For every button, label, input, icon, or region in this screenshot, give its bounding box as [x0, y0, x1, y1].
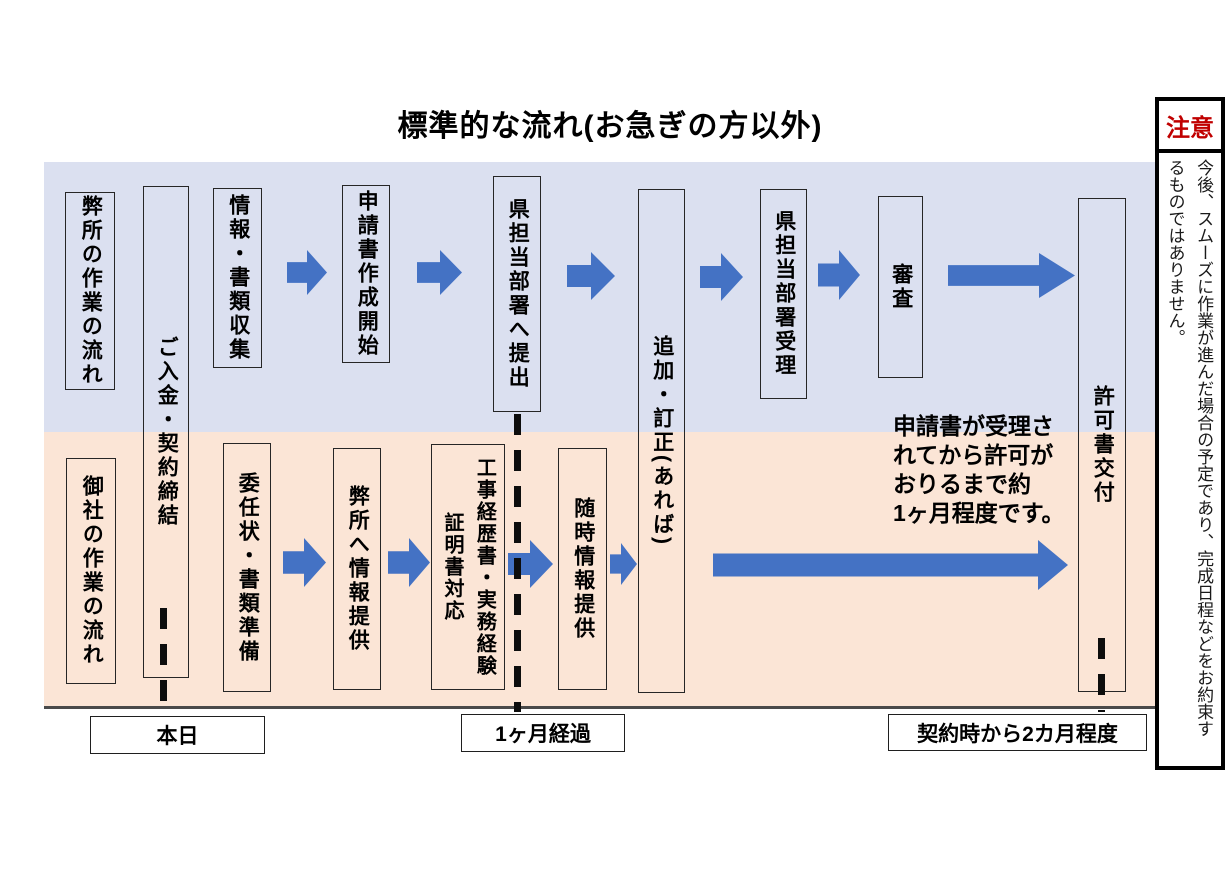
- lane-label-office: 弊所の作業の流れ: [65, 192, 115, 390]
- dashed-connector-two-months: [1098, 638, 1105, 712]
- step-ongoing-info: 随時情報提供: [558, 448, 607, 690]
- timeline-label-two-months-text: 契約時から2カ月程度: [917, 722, 1118, 746]
- timeline-baseline: [44, 706, 1180, 709]
- step-ongoing-info-text: 随時情報提供: [571, 497, 595, 641]
- page-title: 標準的な流れ(お急ぎの方以外): [397, 110, 823, 143]
- step-payment-contract: ご入金・契約締結: [143, 186, 189, 678]
- timeline-label-today: 本日: [90, 716, 265, 754]
- step-submit-prefecture: 県担当部署へ提出: [493, 176, 541, 412]
- timeline-label-one-month: 1ヶ月経過: [461, 714, 625, 752]
- step-review: 審査: [878, 196, 923, 378]
- step-payment-contract-text: ご入金・契約締結: [155, 336, 179, 528]
- timeline-label-two-months: 契約時から2カ月程度: [888, 714, 1147, 751]
- lane-label-client: 御社の作業の流れ: [66, 458, 116, 684]
- caution-body-text: 今後、スムーズに作業が進んだ場合の予定であり、完成日程などをお約束す るものでは…: [1165, 159, 1214, 737]
- step-provide-info-text: 弊所へ情報提供: [346, 485, 370, 653]
- dashed-connector-today: [160, 608, 167, 712]
- step-poa-documents: 委任状・書類準備: [223, 443, 271, 692]
- step-submit-prefecture-text: 県担当部署へ提出: [506, 198, 530, 390]
- step-license-delivery-text: 許可書交付: [1091, 385, 1115, 505]
- dashed-connector-one-month: [514, 414, 521, 712]
- caution-sidebar: 注意 今後、スムーズに作業が進んだ場合の予定であり、完成日程などをお約束す るも…: [1155, 97, 1225, 770]
- processing-time-note: 申請書が受理さ れてから許可が おりるまで約 1ヶ月程度です。: [893, 413, 1065, 526]
- step-additions-corrections-text: 追加・訂正(あれば): [650, 335, 674, 547]
- step-work-history-certs-text: 工事経歴書・実務経験 証明書対応: [441, 457, 496, 677]
- step-prefecture-acceptance: 県担当部署受理: [760, 189, 807, 399]
- step-poa-documents-text: 委任状・書類準備: [236, 471, 260, 664]
- caution-label: 注意: [1159, 101, 1221, 153]
- office-lane-band: [44, 162, 1180, 432]
- step-provide-info: 弊所へ情報提供: [333, 448, 381, 690]
- step-draft-start-text: 申請書作成開始: [355, 190, 379, 358]
- step-additions-corrections: 追加・訂正(あれば): [638, 189, 685, 693]
- step-work-history-certs: 工事経歴書・実務経験 証明書対応: [431, 444, 505, 690]
- lane-label-office-text: 弊所の作業の流れ: [79, 195, 103, 387]
- timeline-label-today-text: 本日: [156, 725, 199, 748]
- step-info-collection: 情報・書類収集: [213, 188, 262, 368]
- step-review-text: 審査: [889, 263, 913, 311]
- step-info-collection-text: 情報・書類収集: [226, 194, 250, 362]
- step-draft-start: 申請書作成開始: [342, 185, 390, 363]
- timeline-label-one-month-text: 1ヶ月経過: [495, 723, 591, 746]
- step-prefecture-acceptance-text: 県担当部署受理: [772, 210, 796, 378]
- lane-label-client-text: 御社の作業の流れ: [80, 475, 104, 667]
